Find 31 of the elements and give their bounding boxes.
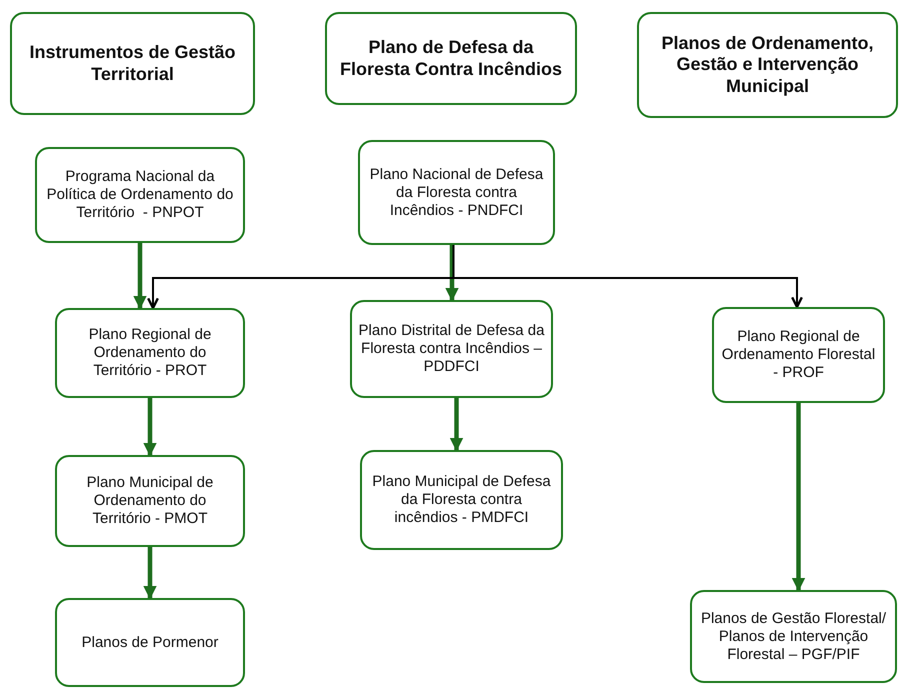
category-heading: Planos de Ordenamento, Gestão e Intervenção Municipal: [660, 32, 875, 98]
arrow: [792, 403, 806, 592]
arrow: [450, 398, 464, 452]
plan-box: [712, 307, 885, 403]
plan-box: [350, 300, 553, 398]
category-heading: Plano de Defesa da Floresta Contra Incêndios: [338, 36, 564, 80]
plan-name: Programa Nacional da Política de Ordenamento do Território - PNPOT: [46, 168, 234, 222]
arrow: [133, 243, 147, 310]
category-heading: Instrumentos de Gestão Territorial: [28, 42, 237, 86]
plan-name: Plano Distrital de Defesa da Floresta contra Incêndios – PDDFCI: [358, 322, 545, 376]
arrow: [445, 245, 459, 302]
arrow: [143, 398, 157, 456]
category-box: [10, 12, 255, 115]
plan-name: Plano Municipal de Ordenamento do Território - PMOT: [86, 474, 214, 528]
category-box: [325, 12, 577, 105]
arrow: [143, 547, 157, 600]
plan-box: [360, 450, 563, 550]
plan-box: [690, 590, 897, 683]
plan-name: Plano Nacional de Defesa da Floresta contra Incêndios - PNDFCI: [368, 166, 544, 220]
plan-box: [35, 147, 245, 243]
arrow: [452, 245, 803, 308]
plan-box: [358, 140, 555, 245]
plan-name: Planos de Gestão Florestal/ Planos de Intervenção Florestal – PGF/PIF: [700, 610, 888, 664]
plan-name: Plano Regional de Ordenamento do Território - PROT: [88, 326, 212, 380]
plan-name: Plano Regional de Ordenamento Florestal - PROF: [720, 328, 876, 382]
plan-name: Planos de Pormenor: [82, 634, 218, 652]
category-box: [637, 12, 898, 118]
plan-box: [55, 455, 245, 547]
plan-box: [55, 308, 245, 398]
plan-box: [55, 598, 245, 687]
plan-name: Plano Municipal de Defesa da Floresta contra incêndios - PMDFCI: [371, 473, 552, 527]
